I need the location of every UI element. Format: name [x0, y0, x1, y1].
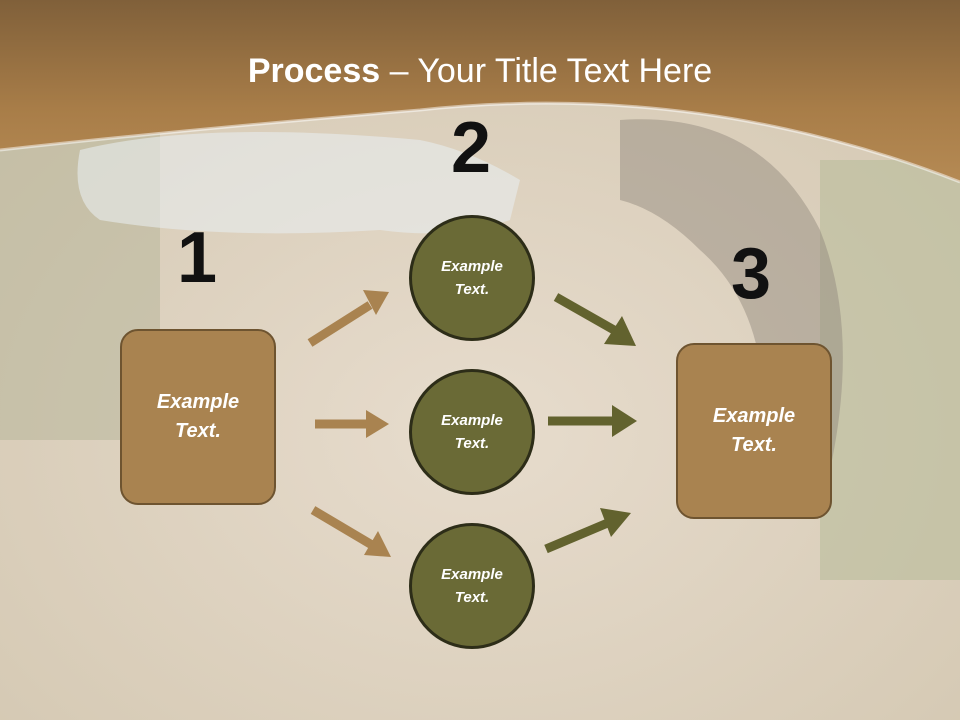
circle-middle: Example Text.: [409, 369, 535, 495]
slide-title: Process – Your Title Text Here: [0, 52, 960, 91]
title-bold: Process: [247, 52, 381, 90]
title-rest: – Your Title Text Here: [380, 52, 713, 90]
circle-top-text: Example Text.: [441, 258, 503, 298]
arrow-left-top: [307, 290, 389, 347]
step-number-2: 2: [451, 108, 492, 188]
circle-bottom-text: Example Text.: [441, 566, 503, 606]
left-box: Example Text.: [120, 329, 276, 505]
circle-top: Example Text.: [409, 215, 535, 341]
arrow-right-bottom: [544, 508, 631, 554]
circle-bottom: Example Text.: [409, 523, 535, 649]
circle-middle-text: Example Text.: [441, 412, 503, 452]
right-box: Example Text.: [676, 343, 832, 519]
left-box-text: Example Text.: [156, 391, 240, 442]
arrow-left-bottom: [310, 506, 391, 557]
step-number-1: 1: [177, 218, 218, 298]
arrow-left-middle: [315, 410, 389, 438]
arrow-right-middle: [548, 405, 637, 437]
step-number-3: 3: [731, 234, 772, 314]
arrow-right-top: [553, 293, 636, 346]
right-box-text: Example Text.: [712, 405, 796, 456]
